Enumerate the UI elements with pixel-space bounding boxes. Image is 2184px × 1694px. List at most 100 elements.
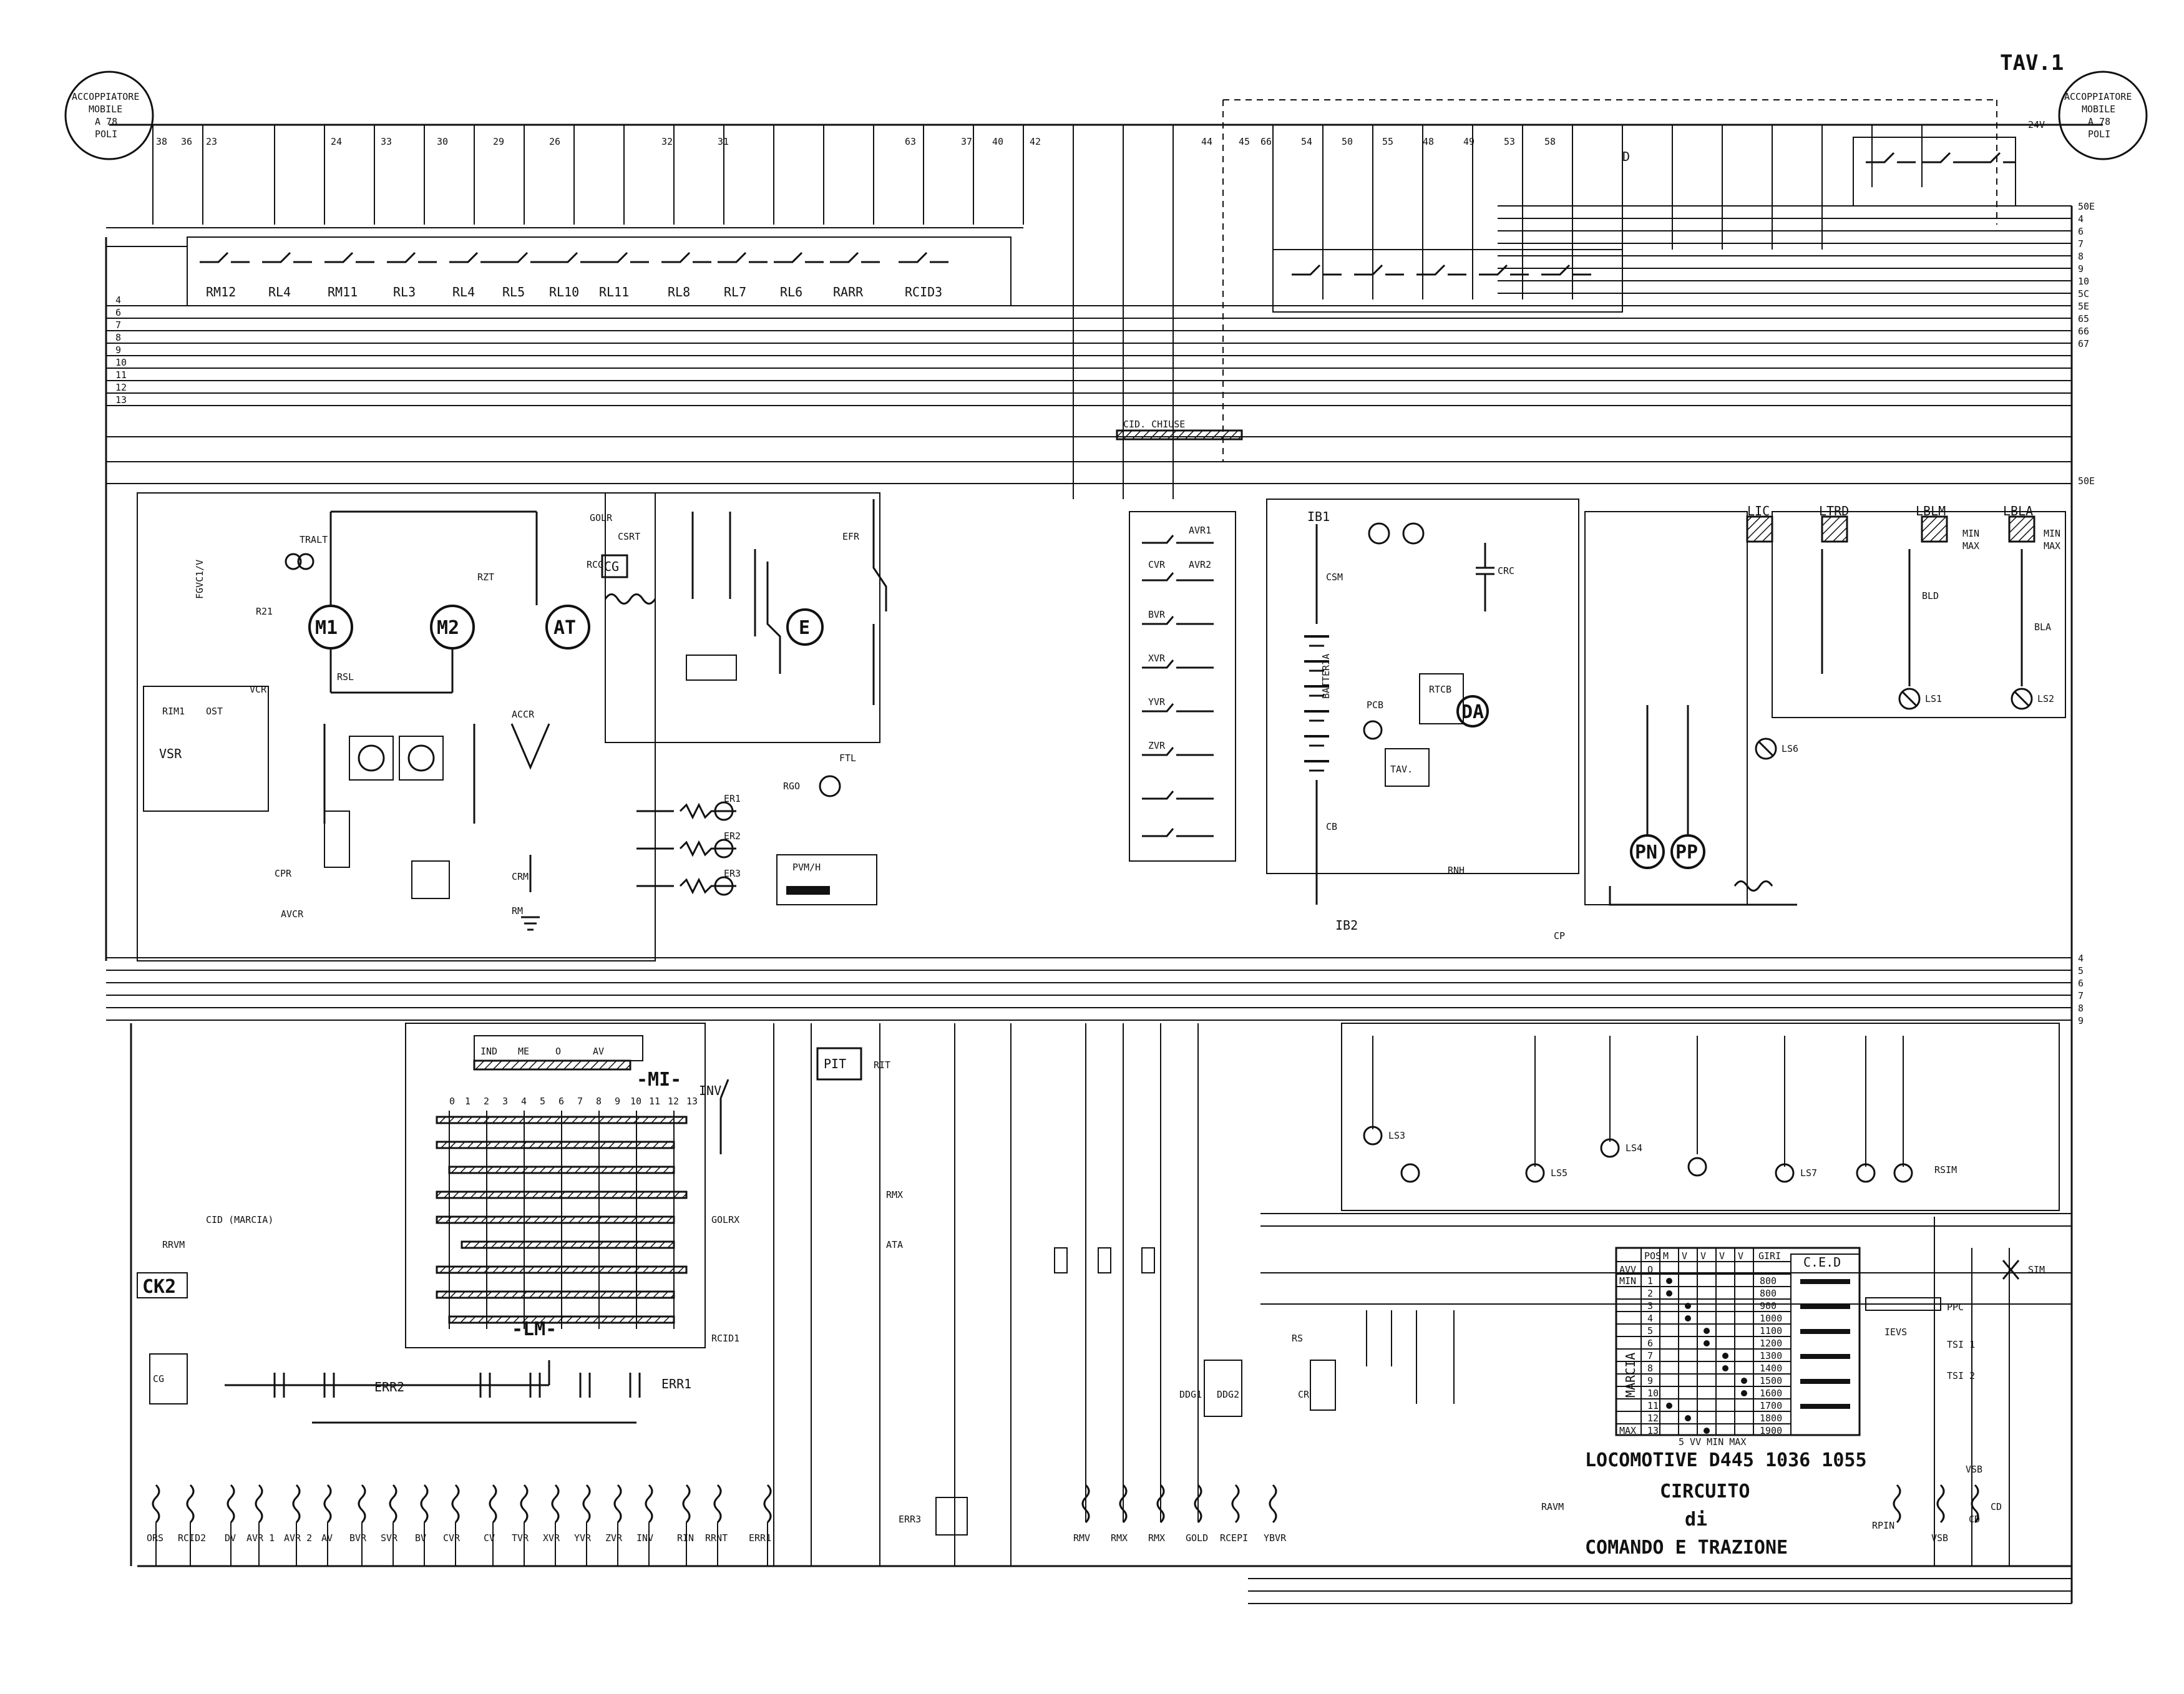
r21-label: R21 bbox=[256, 606, 273, 617]
top-wire-4: 24 bbox=[331, 136, 342, 147]
fgvc-label: FGVC1/V bbox=[194, 560, 205, 599]
svg-text:RL7: RL7 bbox=[724, 285, 746, 299]
motor-m1: M1 bbox=[308, 605, 353, 650]
top-right-wire-3: 50 bbox=[1342, 136, 1353, 147]
svg-text:RCID3: RCID3 bbox=[905, 285, 942, 299]
svg-text:CG: CG bbox=[604, 559, 619, 574]
rit-label: RIT bbox=[874, 1059, 890, 1071]
coil-4: AVR 1 bbox=[246, 1484, 275, 1544]
mi-label: -MI- bbox=[636, 1069, 681, 1091]
svg-text:9: 9 bbox=[115, 344, 121, 356]
coil-18: RRNT bbox=[705, 1484, 728, 1544]
crc-label: CRC bbox=[1498, 565, 1514, 577]
min-label-1: MIN bbox=[1962, 528, 1979, 539]
crm-label: CRM bbox=[512, 871, 529, 882]
svg-text:RL4: RL4 bbox=[268, 285, 291, 299]
rs-label: RS bbox=[1292, 1333, 1303, 1344]
ftl-label: FTL bbox=[839, 752, 856, 764]
connector-right-line2: MOBILE bbox=[2082, 104, 2115, 115]
svg-text:YVR: YVR bbox=[574, 1532, 592, 1544]
controller-numbers: 0 1 2 3 4 5 6 7 8 9 10 11 12 13 bbox=[449, 1096, 698, 1107]
svg-text:8: 8 bbox=[2078, 251, 2084, 262]
rsl-label: RSL bbox=[337, 671, 354, 683]
top-right-wire-8: 58 bbox=[1544, 136, 1556, 147]
svg-text:5C: 5C bbox=[2078, 288, 2089, 299]
coil-14: YVR bbox=[574, 1484, 592, 1544]
top-wire-5: 33 bbox=[381, 136, 392, 147]
top-wire-15: 44 bbox=[1201, 136, 1212, 147]
svg-text:RL4: RL4 bbox=[452, 285, 475, 299]
svg-text:6: 6 bbox=[558, 1096, 564, 1107]
svg-text:LS4: LS4 bbox=[1626, 1142, 1642, 1154]
ced-bars bbox=[1800, 1279, 1850, 1409]
svg-text:11: 11 bbox=[649, 1096, 660, 1107]
cpr-label: CPR bbox=[275, 868, 292, 879]
sim-label: SIM bbox=[2028, 1264, 2045, 1275]
svg-text:4: 4 bbox=[521, 1096, 527, 1107]
svg-text:E: E bbox=[799, 617, 810, 639]
connector-left: ACCOPPIATORE MOBILE A 78 POLI bbox=[64, 71, 154, 160]
svg-text:ER3: ER3 bbox=[724, 868, 741, 879]
svg-text:RL5: RL5 bbox=[502, 285, 525, 299]
lic-label: LIC bbox=[1747, 504, 1770, 518]
svg-text:4: 4 bbox=[2078, 213, 2084, 225]
svg-text:RL11: RL11 bbox=[599, 285, 629, 299]
err3-label: ERR3 bbox=[899, 1514, 921, 1525]
top-wire-1: 38 bbox=[156, 136, 167, 147]
svg-text:RMV: RMV bbox=[1073, 1532, 1090, 1544]
title-line3: di bbox=[1685, 1509, 1707, 1531]
top-wiring: 38 36 23 24 33 30 29 26 32 31 63 37 40 4… bbox=[109, 99, 2103, 499]
middle-relay-columns: PIT RIT GOLRX RCID1 ATA RMX DDG1 DDG2 bbox=[711, 1023, 1242, 1566]
lblm-hatch bbox=[1921, 515, 1948, 543]
svg-text:CD: CD bbox=[1969, 1514, 1980, 1525]
lbla-hatch bbox=[2008, 515, 2035, 543]
svg-text:6: 6 bbox=[115, 307, 121, 318]
ddg1-label: DDG1 bbox=[1179, 1389, 1202, 1400]
svg-text:3: 3 bbox=[502, 1096, 508, 1107]
svg-text:M1: M1 bbox=[315, 617, 338, 639]
coil-mid-5: RCEPI bbox=[1220, 1484, 1248, 1544]
svg-text:1700: 1700 bbox=[1760, 1400, 1782, 1411]
svg-text:1100: 1100 bbox=[1760, 1325, 1782, 1336]
svg-text:RARR: RARR bbox=[833, 285, 864, 299]
svg-text:RM11: RM11 bbox=[328, 285, 358, 299]
sheet-label: TAV.1 bbox=[2000, 51, 2064, 75]
top-relay-row: RM12 RL4 RM11 RL3 RL4 RL5 RL10 RL11 RL8 … bbox=[187, 236, 1012, 306]
svg-text:800: 800 bbox=[1760, 1275, 1777, 1287]
ltrd-hatch bbox=[1821, 515, 1848, 543]
coil-13: XVR bbox=[543, 1484, 560, 1544]
pvm-label: PVM/H bbox=[792, 862, 821, 873]
relay-contact-2: RL4 bbox=[262, 251, 312, 299]
svg-text:10: 10 bbox=[2078, 276, 2089, 287]
ost-label: OST bbox=[206, 706, 223, 717]
center-labels: RNH RAVM RS CR ERR3 bbox=[899, 865, 1564, 1536]
ievs-label: IEVS bbox=[1884, 1326, 1907, 1338]
traction-section: VSR RIM1 OST FGVC1/V CPR AVCR TRALT R21 … bbox=[137, 492, 656, 961]
coil-11: CV bbox=[484, 1484, 497, 1544]
connector-left-line1: ACCOPPIATORE bbox=[72, 91, 139, 102]
lamp-ls6: LS6 bbox=[1755, 737, 1798, 760]
svg-text:RL6: RL6 bbox=[780, 285, 802, 299]
coil-right-2: VSB bbox=[1931, 1484, 1948, 1544]
svg-text:ERR1: ERR1 bbox=[749, 1532, 771, 1544]
svg-text:ORS: ORS bbox=[147, 1532, 163, 1544]
svg-text:13: 13 bbox=[1647, 1425, 1659, 1436]
bla-label: BLA bbox=[2034, 621, 2051, 633]
relay-contact-6: RL5 bbox=[499, 251, 549, 299]
svg-text:RCEPI: RCEPI bbox=[1220, 1532, 1248, 1544]
csm-label: CSM bbox=[1326, 572, 1343, 583]
svg-text:66: 66 bbox=[2078, 326, 2089, 337]
svg-text:1200: 1200 bbox=[1760, 1338, 1782, 1349]
contactor-panel: AVR1 CVR AVR2 BVR XVR YVR ZVR bbox=[1129, 511, 1236, 862]
coil-1: ORS bbox=[147, 1484, 163, 1544]
coil-9: BV bbox=[415, 1484, 429, 1544]
contactor-zvr: ZVR bbox=[1148, 740, 1166, 751]
svg-text:1500: 1500 bbox=[1760, 1375, 1782, 1386]
top-wire-10: 31 bbox=[718, 136, 729, 147]
svg-text:LS2: LS2 bbox=[2037, 693, 2054, 704]
svg-text:8: 8 bbox=[115, 332, 121, 343]
svg-text:ER1: ER1 bbox=[724, 793, 741, 804]
relay-contact-9: RL8 bbox=[661, 251, 711, 299]
